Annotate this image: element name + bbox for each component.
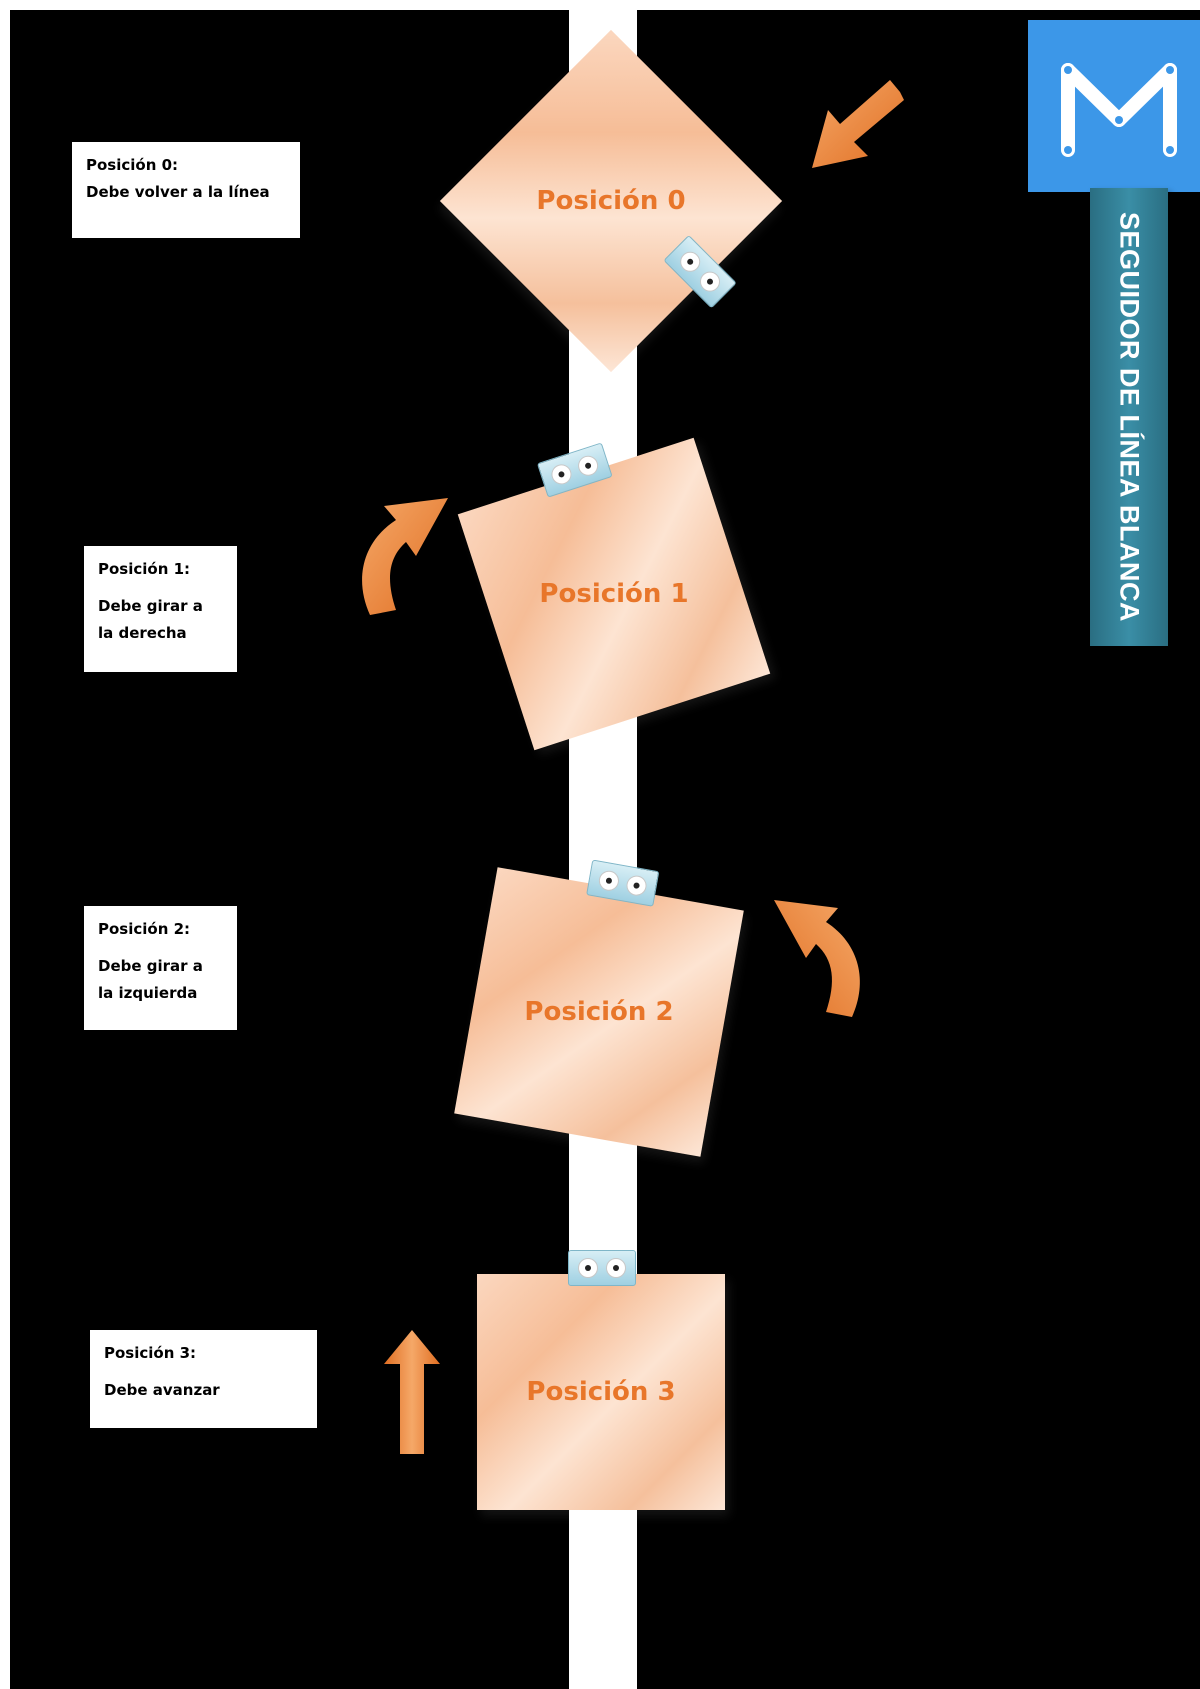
arrow-up-icon xyxy=(384,1330,440,1454)
robot-position-0: Posición 0 xyxy=(439,29,783,373)
robot-position-2: Posición 2 xyxy=(454,859,744,1157)
sensor-eye-icon xyxy=(695,267,725,296)
m-logo-icon xyxy=(1061,63,1177,157)
robot-label: Posición 1 xyxy=(539,579,689,609)
robot-position-1: Posición 1 xyxy=(457,437,771,751)
robot-label: Posición 0 xyxy=(536,186,686,216)
track-background: Posición 0: Debe volver a la línea Posic… xyxy=(10,10,1200,1689)
note-title: Posición 3: xyxy=(104,1344,197,1362)
note-title: Posición 1: xyxy=(98,560,191,578)
note-title: Posición 2: xyxy=(98,920,191,938)
sensor-eye-icon xyxy=(676,247,705,276)
note-line: Debe avanzar xyxy=(104,1381,220,1399)
note-line: Debe girar a xyxy=(98,957,203,975)
note-position-3: Posición 3: Debe avanzar xyxy=(90,1330,317,1428)
line-sensor-icon xyxy=(568,1250,636,1286)
note-position-0: Posición 0: Debe volver a la línea xyxy=(72,142,300,238)
note-position-1: Posición 1: Debe girar a la derecha xyxy=(84,546,237,672)
sensor-eye-icon xyxy=(578,1258,598,1278)
note-line: la izquierda xyxy=(98,984,198,1002)
sensor-eye-icon xyxy=(597,869,621,893)
robot-label: Posición 3 xyxy=(526,1377,676,1407)
robot-position-3: Posición 3 xyxy=(477,1250,725,1510)
note-line: Debe volver a la línea xyxy=(86,183,270,201)
sensor-eye-icon xyxy=(548,461,575,487)
page-title: SEGUIDOR DE LÍNEA BLANCA xyxy=(1114,211,1145,623)
arrow-down-left-icon xyxy=(812,80,904,168)
curved-arrow-right-icon xyxy=(362,498,448,615)
note-position-2: Posición 2: Debe girar a la izquierda xyxy=(84,906,237,1030)
note-line: Debe girar a xyxy=(98,597,203,615)
curved-arrow-left-icon xyxy=(774,900,860,1017)
robot-label: Posición 2 xyxy=(524,997,674,1027)
note-line: la derecha xyxy=(98,624,187,642)
sensor-eye-icon xyxy=(606,1258,626,1278)
logo xyxy=(1028,20,1200,192)
note-title: Posición 0: xyxy=(86,156,179,174)
line-sensor-icon xyxy=(663,234,737,309)
sensor-eye-icon xyxy=(624,874,649,898)
line-sensor-icon xyxy=(586,859,660,907)
title-banner: SEGUIDOR DE LÍNEA BLANCA xyxy=(1090,188,1168,646)
sensor-eye-icon xyxy=(575,453,601,479)
line-sensor-icon xyxy=(536,442,613,498)
